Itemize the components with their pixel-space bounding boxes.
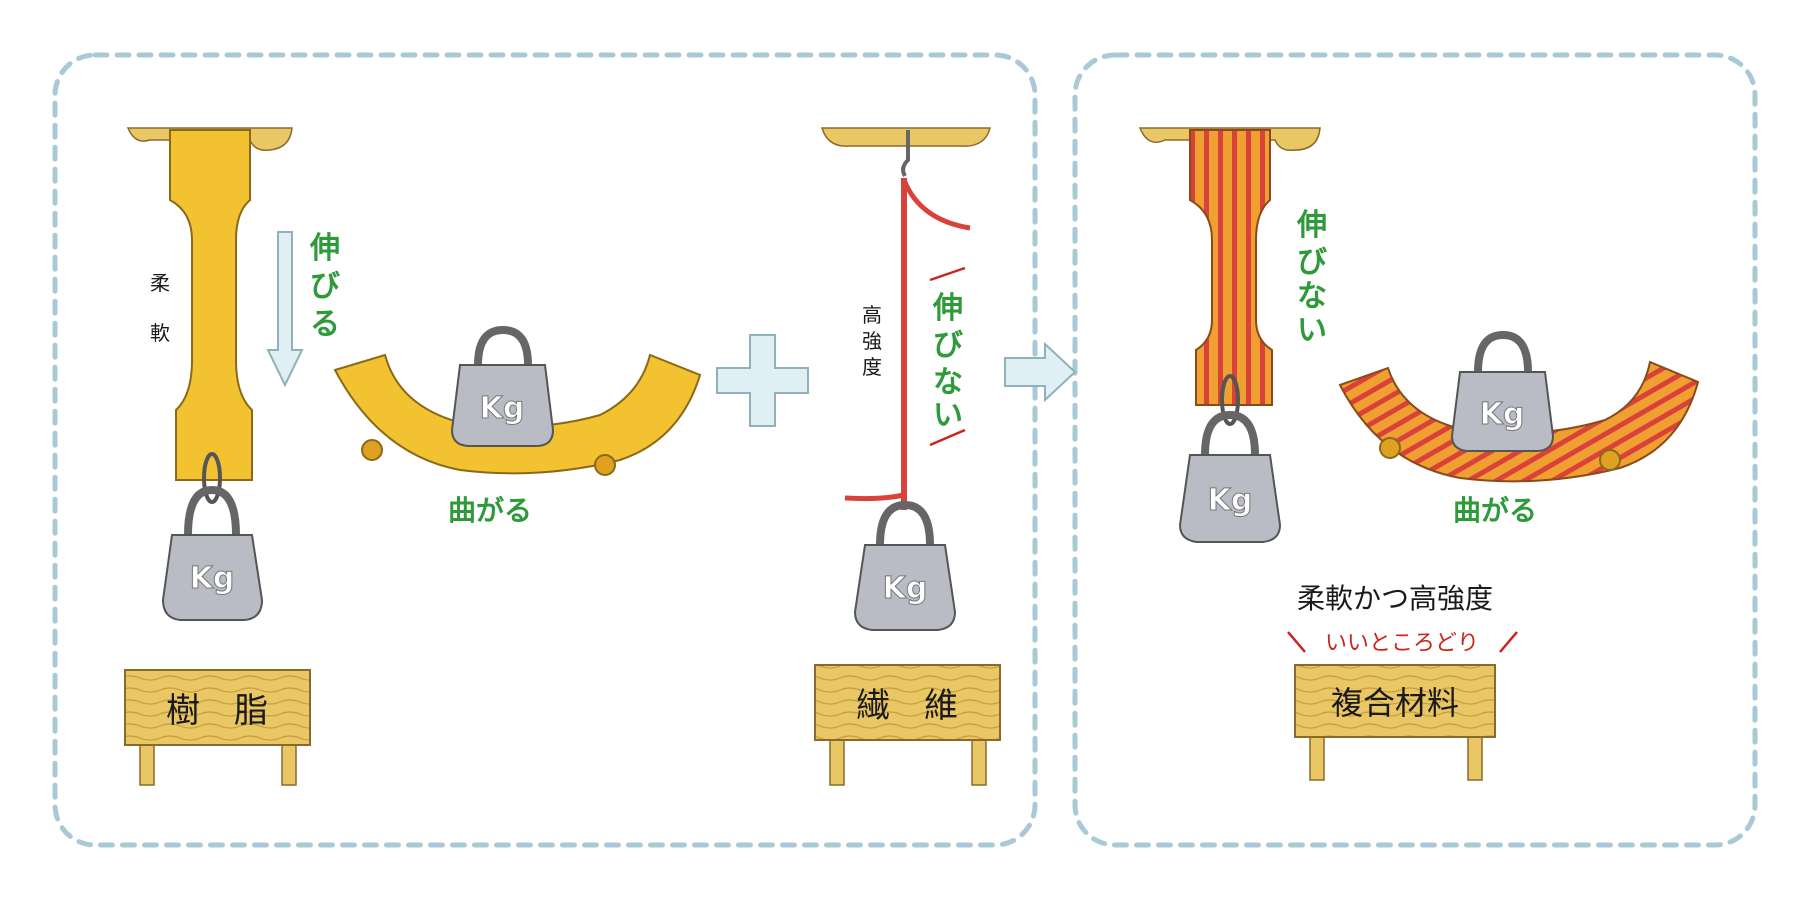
fiber-property-1: 高 — [862, 303, 882, 327]
composite-hanging-weight: Kg — [1178, 410, 1282, 543]
resin-ring — [202, 452, 222, 504]
resin-stretch-3: る — [310, 307, 340, 342]
composite-support-left — [1379, 437, 1401, 459]
resin-stretch-2: び — [310, 269, 340, 304]
fiber-nostretch-3: な — [933, 365, 963, 400]
composite-nostretch-1: 伸 — [1296, 208, 1327, 243]
fiber-property-3: 度 — [862, 355, 882, 379]
fiber-sign: 繊 維 — [814, 664, 1001, 786]
resin-sign: 樹 脂 — [124, 669, 311, 786]
resin-sign-text: 樹 脂 — [166, 691, 268, 731]
fiber-section: 高 強 度 伸 び な い Kg 繊 維 — [814, 127, 1001, 786]
resin-section: Kg 柔 軟 伸 び る Kg 曲がる 樹 脂 — [124, 127, 702, 786]
composite-nostretch-4: い — [1297, 313, 1327, 348]
right-panel-frame — [1072, 52, 1758, 848]
resin-property-2: 軟 — [150, 321, 170, 345]
composite-bend-label: 曲がる — [1453, 494, 1537, 527]
plus-icon — [716, 334, 809, 427]
fiber-sign-text: 繊 維 — [856, 686, 958, 726]
resin-support-left — [361, 439, 383, 461]
composite-tagline: いいところどり — [1325, 631, 1479, 656]
composite-beam-weight-label: Kg — [1480, 397, 1525, 432]
left-panel-frame — [52, 52, 1038, 848]
fiber-weight-label: Kg — [883, 571, 928, 606]
composite-ring — [1220, 374, 1240, 426]
composite-nostretch-2: び — [1297, 245, 1327, 280]
composite-sign-text: 複合材料 — [1331, 684, 1459, 722]
resin-stretch-1: 伸 — [309, 231, 340, 266]
fiber-nostretch-4: い — [933, 398, 963, 433]
composite-weight-label: Kg — [1208, 483, 1253, 518]
fiber-hanging-weight: Kg — [853, 500, 957, 631]
composite-beam-weight: Kg — [1450, 330, 1555, 452]
composite-specimen — [1189, 129, 1273, 406]
resin-beam-weight-label: Kg — [480, 391, 525, 426]
fiber-nostretch-2: び — [933, 328, 963, 363]
resin-bend-label: 曲がる — [448, 494, 532, 527]
resin-support-right — [594, 454, 616, 476]
arrow-down-icon — [266, 231, 304, 388]
resin-property-1: 柔 — [150, 271, 170, 295]
resin-beam-weight: Kg — [450, 325, 555, 447]
arrow-right-icon — [1004, 341, 1077, 403]
composite-summary: 柔軟かつ高強度 — [1297, 582, 1493, 615]
resin-hanging-weight: Kg — [161, 485, 264, 621]
composite-nostretch-3: な — [1297, 279, 1327, 314]
composite-sign: 複合材料 — [1294, 664, 1496, 781]
fiber-property-2: 強 — [862, 329, 882, 353]
resin-specimen — [169, 129, 253, 481]
fiber-nostretch-1: 伸 — [932, 291, 963, 326]
resin-weight-label: Kg — [190, 561, 235, 596]
composite-support-right — [1599, 449, 1621, 471]
composite-section: Kg 伸 び な い Kg 曲がる 柔軟かつ高強度 いいところどり 複合材料 — [1138, 127, 1700, 781]
